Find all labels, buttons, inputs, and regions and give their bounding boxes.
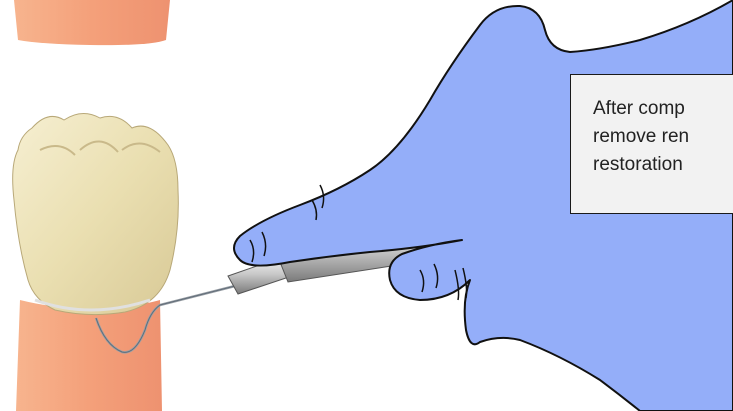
molar-tooth-icon bbox=[13, 113, 179, 314]
caption-line-1: After comp bbox=[593, 95, 733, 123]
upper-gum-tissue-icon bbox=[14, 0, 170, 45]
caption-line-3: restoration bbox=[593, 151, 733, 179]
gum-tissue-icon bbox=[16, 300, 162, 411]
instruction-caption-box: After comp remove ren restoration bbox=[570, 74, 733, 214]
caption-line-2: remove ren bbox=[593, 123, 733, 151]
